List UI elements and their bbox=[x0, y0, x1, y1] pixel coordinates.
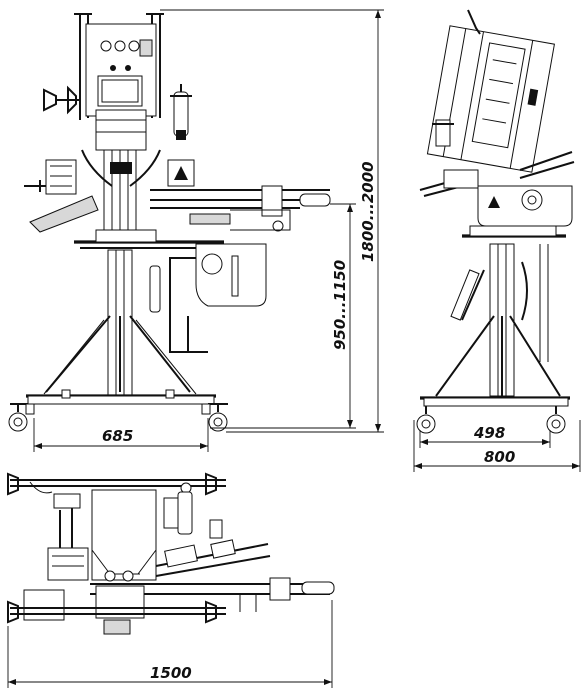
dimension-total-height: 1800...2000 bbox=[359, 161, 377, 262]
dimension-lines bbox=[7, 9, 581, 688]
front-view bbox=[8, 13, 331, 432]
dimension-front-width: 685 bbox=[102, 427, 133, 445]
dimension-top-total-length: 1500 bbox=[150, 664, 192, 682]
dimension-side-total-depth: 800 bbox=[484, 448, 515, 466]
dimension-side-base-depth: 498 bbox=[473, 424, 505, 442]
side-view bbox=[416, 9, 575, 434]
top-view bbox=[7, 472, 335, 635]
dimension-working-height: 950...1150 bbox=[331, 260, 349, 350]
